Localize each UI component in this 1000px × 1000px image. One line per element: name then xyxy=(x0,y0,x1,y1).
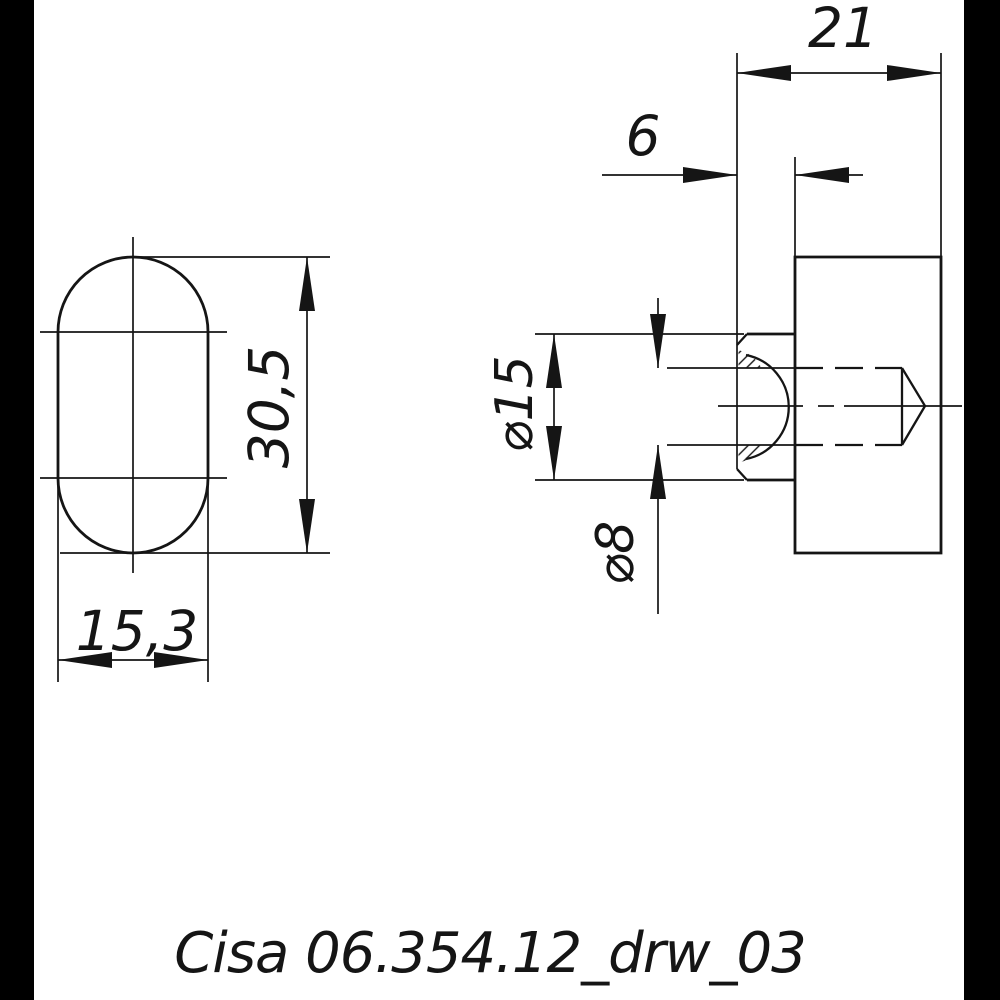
arrowhead-left-pointing xyxy=(795,167,849,183)
side-view-section: 21 6 ⌀15 ⌀8 xyxy=(485,0,962,614)
dimension-oval-width: 15,3 xyxy=(57,480,209,682)
dimension-oval-height: 30,5 xyxy=(60,256,330,554)
dim-label-hole-diameter: ⌀8 xyxy=(586,521,646,585)
dim-label-oval-width: 15,3 xyxy=(76,599,198,663)
arrowhead-left xyxy=(737,65,791,81)
dim-label-boss-depth: 6 xyxy=(626,104,661,168)
dimension-boss-diameter: ⌀15 xyxy=(485,333,744,481)
arrowhead-down-pointing xyxy=(650,314,666,368)
arrowhead-down xyxy=(299,499,315,553)
boss-top-chamfer xyxy=(736,333,748,346)
arrowhead-right xyxy=(154,652,208,668)
drawing-caption: Cisa 06.354.12_drw_03 xyxy=(174,921,806,986)
arrowhead-left xyxy=(58,652,112,668)
front-view-oval: 30,5 15,3 xyxy=(40,237,330,682)
scan-edge-bar-left xyxy=(0,0,34,1000)
arrowhead-up xyxy=(546,334,562,388)
body-outline xyxy=(793,255,943,555)
arrowhead-up xyxy=(299,257,315,311)
dim-label-boss-diameter: ⌀15 xyxy=(485,355,545,452)
dimension-hole-diameter: ⌀8 xyxy=(586,298,795,614)
dim-label-oval-height: 30,5 xyxy=(237,346,301,468)
arrowhead-down xyxy=(546,426,562,480)
dim-label-total-depth: 21 xyxy=(808,0,878,60)
scan-edge-bar-right xyxy=(964,0,1000,1000)
dome-recess-arc xyxy=(745,353,790,461)
arrowhead-right xyxy=(887,65,941,81)
drill-point-cone xyxy=(901,367,926,446)
section-hatch-top xyxy=(738,350,762,368)
dimension-total-depth: 21 xyxy=(736,0,942,469)
arrowhead-right-pointing xyxy=(683,167,737,183)
boss-bottom-chamfer xyxy=(736,468,748,481)
arrowhead-up-pointing xyxy=(650,445,666,499)
section-hatch-bottom xyxy=(738,445,762,463)
dimension-boss-depth: 6 xyxy=(602,104,863,257)
